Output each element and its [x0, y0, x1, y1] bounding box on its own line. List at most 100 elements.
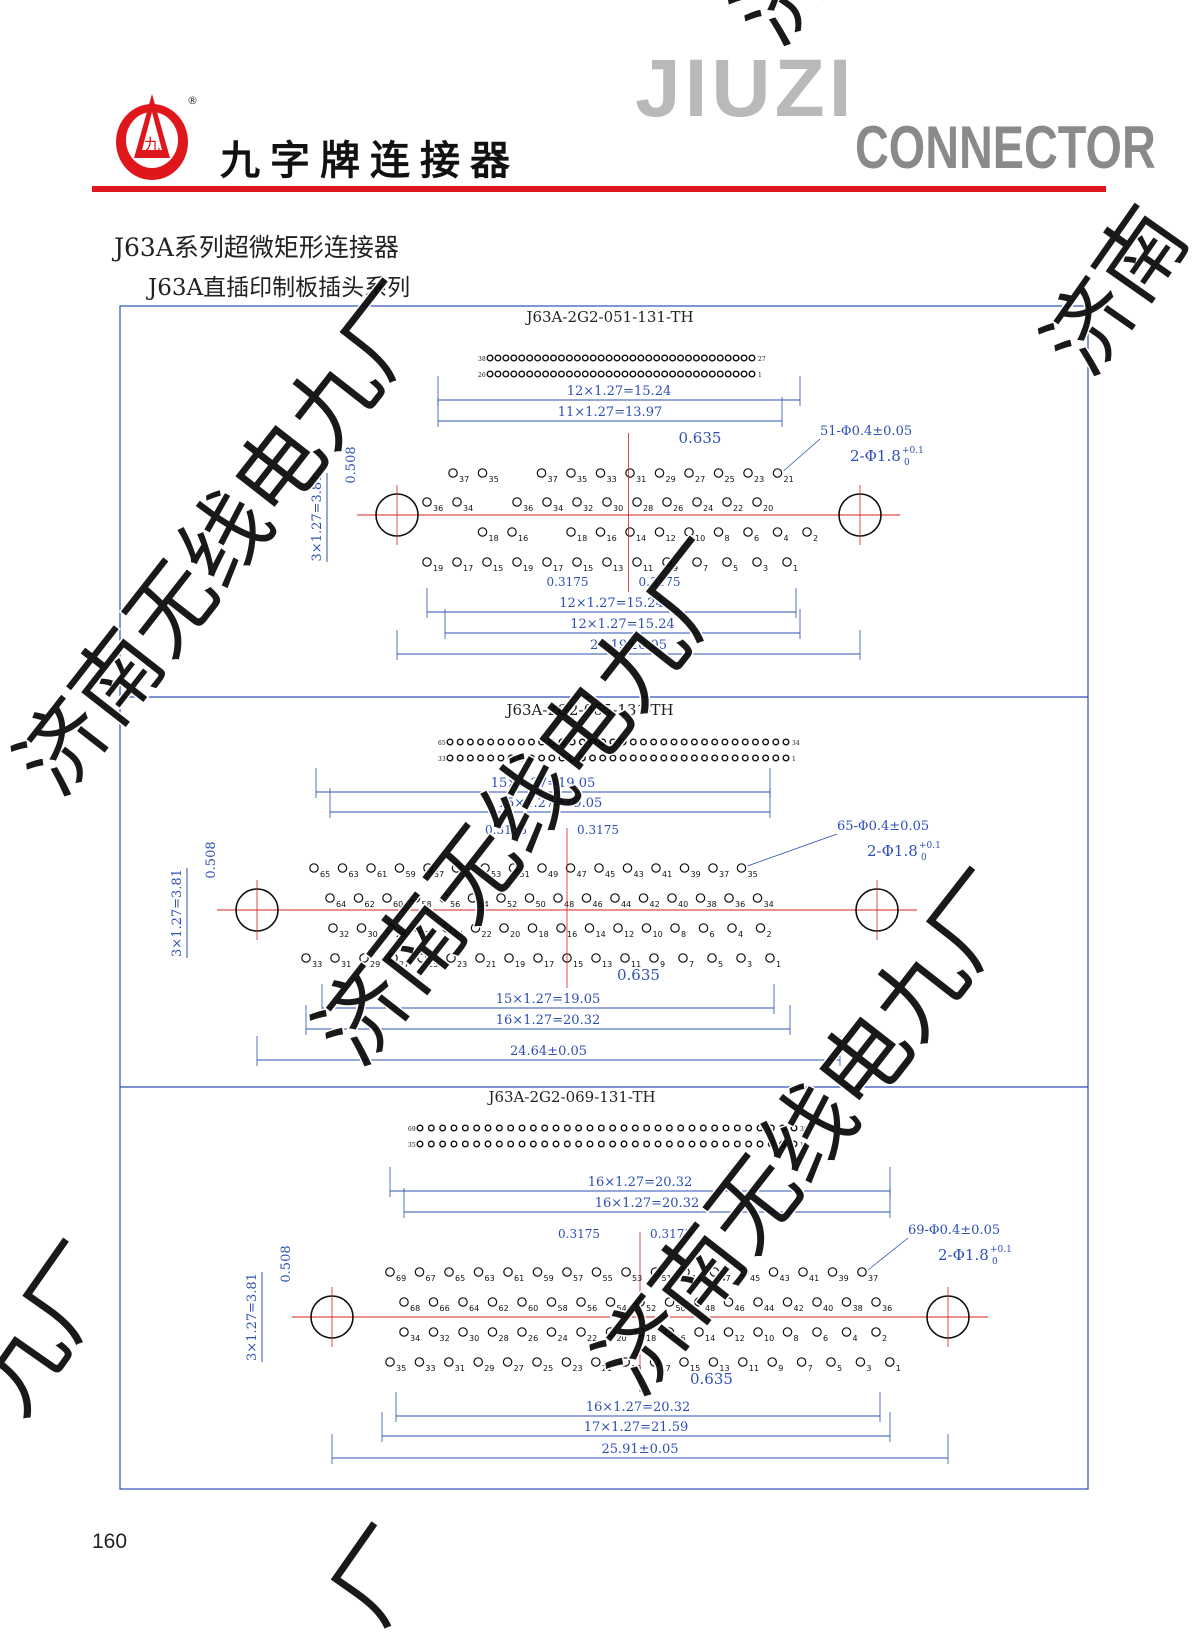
dim-overall-label: 24.64±0.05 [510, 1044, 587, 1059]
pin-number: 20 [763, 504, 773, 513]
pin-number: 1 [896, 1364, 901, 1373]
strip-label: 69 [408, 1126, 416, 1133]
pin-number: 24 [703, 504, 713, 513]
pin-hole [590, 1357, 601, 1367]
pin-number: 18 [539, 930, 549, 939]
pin-hole [388, 953, 398, 963]
pin-hole [651, 863, 661, 873]
strip-pin [772, 738, 780, 746]
strip-pin [507, 754, 515, 762]
strip-pin [541, 1140, 549, 1148]
strip-pin [439, 1140, 447, 1148]
pin-number: 35 [396, 1364, 406, 1373]
strip-pin [597, 1124, 605, 1132]
pin-hole [353, 893, 364, 903]
pin-hole [594, 863, 604, 873]
pin-number: 4 [738, 930, 743, 939]
strip-pin [518, 1140, 526, 1148]
strip-pin [629, 354, 637, 362]
strip-pin [653, 370, 661, 378]
pin-number: 68 [410, 1304, 420, 1313]
strip-label: 38 [478, 356, 486, 363]
pin-hole [423, 863, 433, 873]
pin-number: 6 [823, 1334, 828, 1343]
dim-vertical-spacing: 0.508 [344, 446, 359, 483]
pin-hole [622, 863, 633, 873]
strip-pin [557, 370, 565, 378]
pin-hole [772, 527, 783, 537]
pin-number: 17 [463, 564, 473, 573]
pin-number: 14 [705, 1334, 715, 1343]
strip-label: 27 [758, 356, 766, 363]
strip-pin [716, 354, 724, 362]
pin-hole [417, 953, 427, 963]
pin-number: 51 [520, 870, 530, 879]
strip-pin [619, 754, 627, 762]
dim-vertical-spacing: 0.508 [279, 1245, 294, 1282]
pin-number: 21 [486, 960, 496, 969]
pin-hole [713, 468, 724, 478]
pin-hole [524, 893, 535, 903]
pin-hole [736, 953, 746, 963]
strip-pin [466, 754, 474, 762]
pin-number: 46 [735, 1304, 745, 1313]
brand-name: 九字牌连接器 [220, 138, 520, 184]
strip-pin [581, 370, 589, 378]
pin-hole [654, 468, 665, 478]
pin-number: 54 [617, 1304, 627, 1313]
strip-pin [456, 738, 464, 746]
pin-hole [439, 893, 449, 903]
strip-label: 35 [408, 1142, 416, 1149]
strip-pin [669, 370, 677, 378]
pin-number: 1 [793, 564, 798, 573]
pin-hole [632, 557, 642, 567]
strip-pin [446, 738, 454, 746]
pin-hole [595, 527, 606, 537]
pin-number: 61 [514, 1274, 524, 1283]
dim-bot1-label: 16×1.27=20.32 [586, 1400, 691, 1415]
pin-hole [442, 923, 452, 933]
strip-pin [599, 738, 607, 746]
pin-number: 12 [666, 534, 676, 543]
pin-hole [584, 923, 595, 933]
pin-hole [812, 1297, 822, 1307]
pin-number: 61 [377, 870, 387, 879]
pin-number: 13 [719, 1364, 729, 1373]
tolerance-lower: 0 [992, 1257, 998, 1267]
pin-number: 47 [577, 870, 587, 879]
strip-pin [507, 1140, 515, 1148]
strip-pin [542, 354, 550, 362]
strip-pin [684, 370, 692, 378]
strip-pin [538, 738, 546, 746]
strip-pin [716, 370, 724, 378]
pin-number: 43 [780, 1274, 790, 1283]
pin-number: 8 [681, 930, 686, 939]
pin-hole [385, 1357, 395, 1367]
dim-overall-label: 20.19±0.05 [590, 638, 667, 653]
strip-pin [586, 1140, 594, 1148]
strip-label: 1 [792, 756, 796, 763]
strip-pin [677, 354, 685, 362]
pin-hole [602, 497, 612, 507]
pin-number: 36 [523, 504, 533, 513]
strip-pin [495, 1124, 503, 1132]
strip-pin [688, 1124, 696, 1132]
pin-number: 11 [749, 1364, 759, 1373]
pin-hole [328, 923, 338, 933]
strip-pin [665, 1140, 673, 1148]
strip-pin [779, 1140, 787, 1148]
strip-pin [507, 1124, 515, 1132]
pin-number: 59 [544, 1274, 554, 1283]
strip-pin [767, 1140, 775, 1148]
pin-number: 5 [718, 960, 723, 969]
pin-number: 32 [583, 504, 593, 513]
pin-number: 40 [823, 1304, 833, 1313]
strip-pin [573, 354, 581, 362]
pin-number: 5 [733, 564, 738, 573]
strip-label: 26 [478, 372, 486, 379]
strip-pin [790, 1124, 798, 1132]
strip-pin [677, 370, 685, 378]
pin-number: 19 [631, 1364, 641, 1373]
